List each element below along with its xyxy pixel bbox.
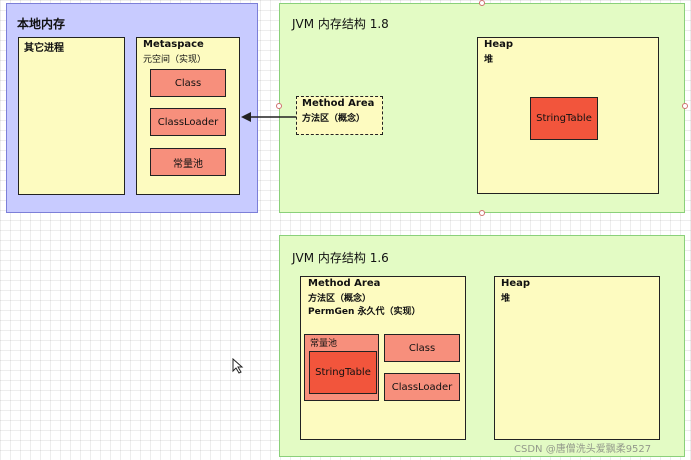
jvm18-method-area-subtitle: 方法区（概念）: [302, 114, 366, 124]
jvm16-constant-pool-label: 常量池: [310, 339, 338, 349]
selection-handle-bottom[interactable]: [479, 210, 485, 216]
metaspace-constant-pool-box[interactable]: 常量池: [150, 148, 226, 176]
jvm16-string-table-box[interactable]: StringTable: [309, 351, 377, 394]
jvm18-heap-subtitle: 堆: [484, 55, 494, 65]
method-area-to-metaspace-arrow: [241, 112, 296, 122]
jvm16-classloader-box[interactable]: ClassLoader: [384, 373, 460, 401]
other-processes-label: 其它进程: [24, 43, 64, 54]
jvm16-method-area-title: Method Area: [308, 278, 381, 289]
jvm18-string-table-box[interactable]: StringTable: [530, 97, 598, 140]
metaspace-class-box[interactable]: Class: [150, 69, 226, 97]
native-memory-title: 本地内存: [17, 17, 66, 31]
other-processes-box[interactable]: [18, 37, 125, 195]
jvm16-title: JVM 内存结构 1.6: [292, 251, 389, 265]
jvm16-class-box[interactable]: Class: [384, 334, 460, 362]
jvm18-heap-title: Heap: [484, 39, 514, 50]
jvm18-method-area-title: Method Area: [302, 98, 375, 109]
jvm16-heap-title: Heap: [501, 278, 531, 289]
jvm16-permgen-label: PermGen 永久代（实现）: [308, 307, 421, 317]
selection-handle-top[interactable]: [479, 0, 485, 6]
jvm18-method-area-box[interactable]: [296, 96, 383, 135]
metaspace-subtitle: 元空间（实现）: [143, 55, 207, 65]
watermark: CSDN @唐僧洗头爱飘柔9527: [514, 444, 652, 455]
selection-handle-right[interactable]: [682, 103, 688, 109]
metaspace-title: Metaspace: [143, 39, 204, 50]
jvm16-method-area-subtitle: 方法区（概念）: [308, 294, 372, 304]
selection-handle-left[interactable]: [276, 103, 282, 109]
mouse-cursor-icon: [232, 358, 244, 374]
jvm18-title: JVM 内存结构 1.8: [292, 17, 389, 31]
jvm16-heap-box[interactable]: [494, 276, 660, 440]
jvm16-heap-subtitle: 堆: [501, 294, 511, 304]
metaspace-classloader-box[interactable]: ClassLoader: [150, 108, 226, 136]
